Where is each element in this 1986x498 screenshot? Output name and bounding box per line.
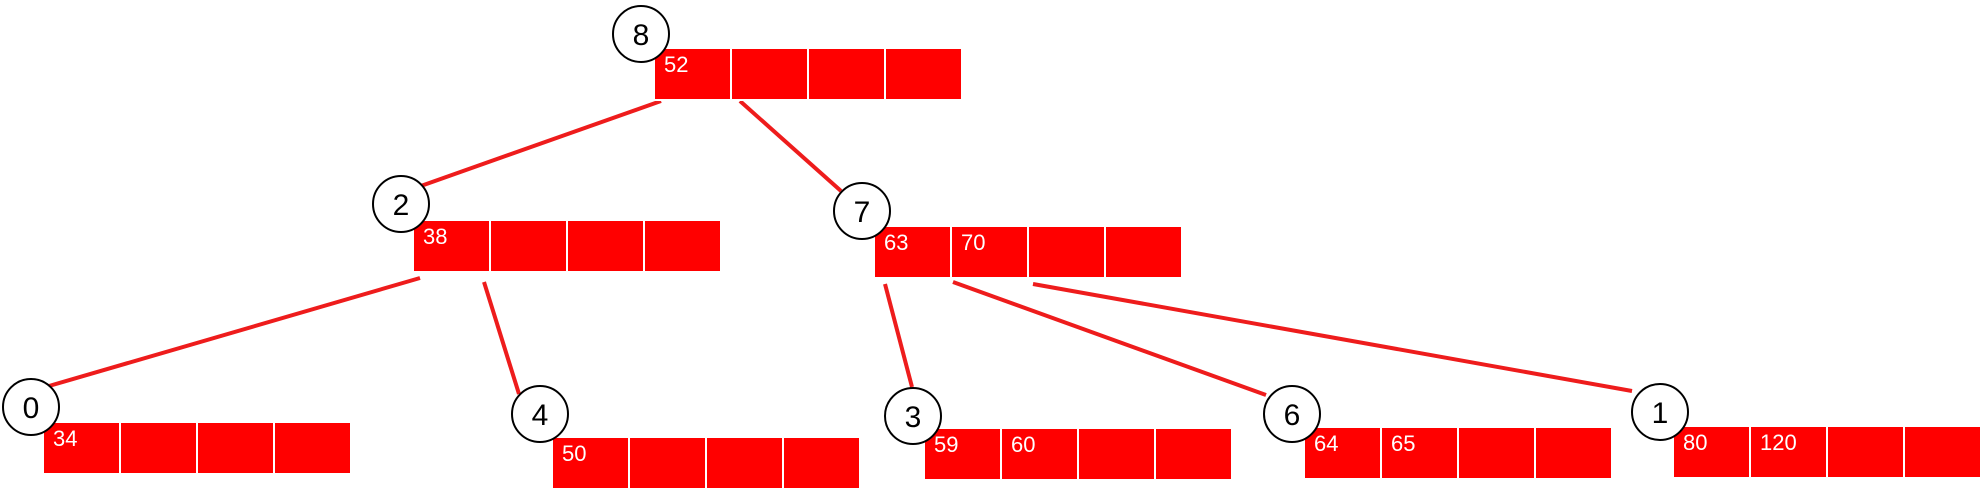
key-cell xyxy=(1380,426,1459,480)
key-cell xyxy=(950,225,1029,279)
key-cell xyxy=(273,421,352,475)
key-cell xyxy=(1077,427,1156,481)
edge-2-to-4 xyxy=(482,281,521,395)
key-cell xyxy=(1000,427,1079,481)
key-cell xyxy=(730,47,809,101)
key-cell xyxy=(782,436,861,490)
tree-node-4: 50 4 xyxy=(511,385,861,490)
key-cell xyxy=(643,219,722,273)
key-value: 60 xyxy=(1011,432,1035,457)
node-id-circle xyxy=(511,385,569,443)
key-value: 34 xyxy=(53,426,77,451)
edge-layer xyxy=(48,99,1633,397)
key-cell xyxy=(489,219,568,273)
node-layer: 52 8 38 2 63 70 7 34 0 50 4 59 60 3 64 65 6 80 120 1 xyxy=(2,5,1982,490)
node-id-label: 2 xyxy=(393,189,410,222)
key-cell xyxy=(119,421,198,475)
key-cell xyxy=(807,47,886,101)
tree-node-0: 34 0 xyxy=(2,378,352,475)
key-value: 65 xyxy=(1391,431,1415,456)
node-id-circle xyxy=(884,387,942,445)
key-value: 50 xyxy=(562,441,586,466)
edge-7-to-6 xyxy=(952,280,1267,397)
node-id-circle xyxy=(612,5,670,63)
key-cell xyxy=(196,421,275,475)
key-value: 120 xyxy=(1760,430,1797,455)
node-id-circle xyxy=(833,182,891,240)
key-cell xyxy=(1457,426,1536,480)
edge-8-to-2 xyxy=(417,99,662,189)
node-id-label: 1 xyxy=(1652,397,1669,430)
node-id-label: 6 xyxy=(1284,399,1301,432)
node-id-label: 8 xyxy=(633,19,650,52)
key-value: 64 xyxy=(1314,431,1338,456)
key-cell xyxy=(412,219,491,273)
key-cell xyxy=(1027,225,1106,279)
key-cell xyxy=(1749,425,1828,479)
tree-node-3: 59 60 3 xyxy=(884,387,1233,481)
edge-7-to-3 xyxy=(883,283,914,388)
edge-8-to-7 xyxy=(738,99,843,193)
key-value: 80 xyxy=(1683,430,1707,455)
tree-node-7: 63 70 7 xyxy=(833,182,1183,279)
key-cell xyxy=(1303,426,1382,480)
key-value: 52 xyxy=(664,52,688,77)
key-value: 70 xyxy=(961,230,985,255)
node-id-label: 7 xyxy=(854,196,871,229)
tree-node-6: 64 65 6 xyxy=(1263,385,1613,480)
key-cell xyxy=(628,436,707,490)
key-cell xyxy=(1104,225,1183,279)
edge-7-to-1 xyxy=(1032,282,1633,393)
key-cell xyxy=(42,421,121,475)
key-cell xyxy=(923,427,1002,481)
node-id-circle xyxy=(1263,385,1321,443)
node-id-circle xyxy=(1631,383,1689,441)
key-cell xyxy=(1154,427,1233,481)
key-value: 63 xyxy=(884,230,908,255)
key-value: 59 xyxy=(934,432,958,457)
key-value: 38 xyxy=(423,224,447,249)
key-cell xyxy=(566,219,645,273)
key-cell xyxy=(551,436,630,490)
key-cell xyxy=(873,225,952,279)
node-id-label: 0 xyxy=(23,392,40,425)
key-cell xyxy=(1534,426,1613,480)
key-cell xyxy=(1903,425,1982,479)
node-id-circle xyxy=(372,175,430,233)
node-id-circle xyxy=(2,378,60,436)
edge-2-to-0 xyxy=(48,276,421,388)
tree-node-1: 80 120 1 xyxy=(1631,383,1982,479)
key-cell xyxy=(1826,425,1905,479)
key-cell xyxy=(884,47,963,101)
tree-node-2: 38 2 xyxy=(372,175,722,273)
node-id-label: 3 xyxy=(905,401,922,434)
tree-node-8: 52 8 xyxy=(612,5,963,101)
node-id-label: 4 xyxy=(532,399,549,432)
key-cell xyxy=(705,436,784,490)
